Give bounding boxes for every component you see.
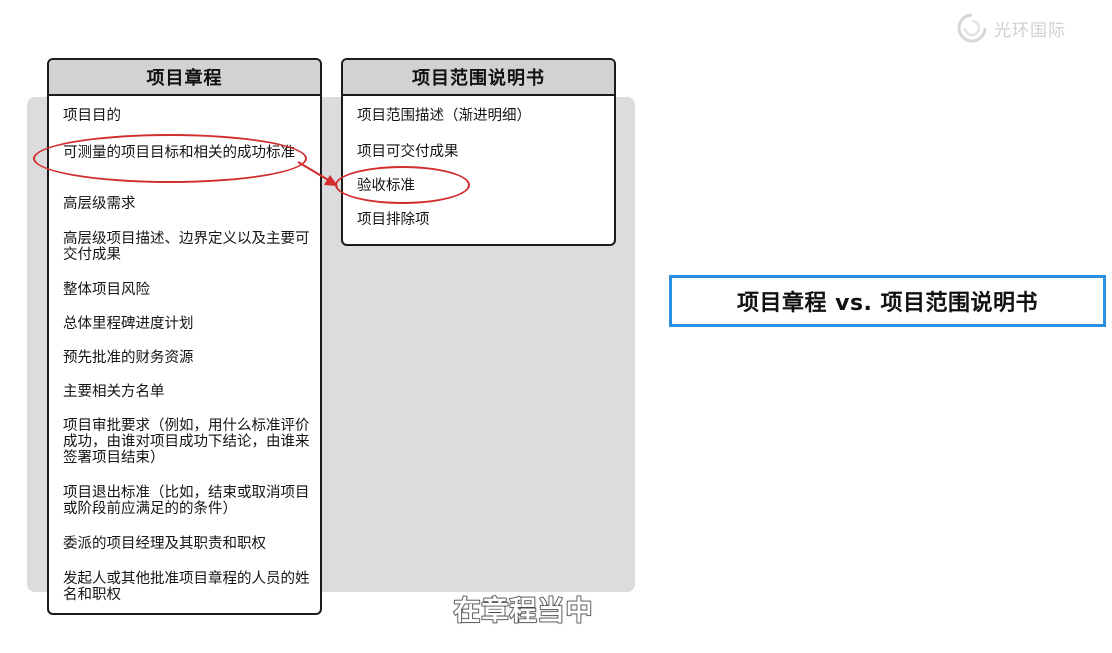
charter-item: 项目退出标准（比如，结束或取消项目或阶段前应满足的的条件） [63, 485, 310, 517]
charter-item: 高层级项目描述、边界定义以及主要可交付成果 [63, 231, 310, 263]
charter-item: 整体项目风险 [63, 282, 150, 298]
charter-item: 发起人或其他批准项目章程的人员的姓名和职权 [63, 571, 310, 603]
comparison-title: 项目章程 vs. 项目范围说明书 [669, 275, 1106, 327]
scope-item: 项目可交付成果 [357, 144, 459, 160]
project-scope-statement-box: 项目范围说明书 项目范围描述（渐进明细） 项目可交付成果 验收标准 项目排除项 [341, 58, 616, 246]
charter-item: 委派的项目经理及其职责和职权 [63, 536, 266, 552]
project-charter-title: 项目章程 [49, 60, 320, 96]
scope-item-highlighted: 验收标准 [357, 178, 415, 194]
charter-item: 总体里程碑进度计划 [63, 316, 194, 332]
charter-item: 项目审批要求（例如，用什么标准评价成功，由谁对项目成功下结论，由谁来签署项目结束… [63, 418, 310, 466]
video-subtitle: 在章程当中 [453, 595, 594, 628]
logo-text: 光环国际 [994, 20, 1066, 41]
company-logo: 光环国际 [956, 10, 1096, 46]
scope-item: 项目排除项 [357, 212, 430, 228]
charter-item-highlighted: 可测量的项目目标和相关的成功标准 [63, 145, 295, 161]
charter-item: 高层级需求 [63, 196, 136, 212]
charter-item: 预先批准的财务资源 [63, 350, 194, 366]
charter-item: 项目目的 [63, 108, 121, 124]
project-scope-statement-title: 项目范围说明书 [343, 60, 614, 96]
scope-item: 项目范围描述（渐进明细） [357, 108, 531, 124]
project-charter-box: 项目章程 项目目的 可测量的项目目标和相关的成功标准 高层级需求 高层级项目描述… [47, 58, 322, 615]
charter-item: 主要相关方名单 [63, 384, 165, 400]
logo-swirl-icon [957, 13, 987, 43]
